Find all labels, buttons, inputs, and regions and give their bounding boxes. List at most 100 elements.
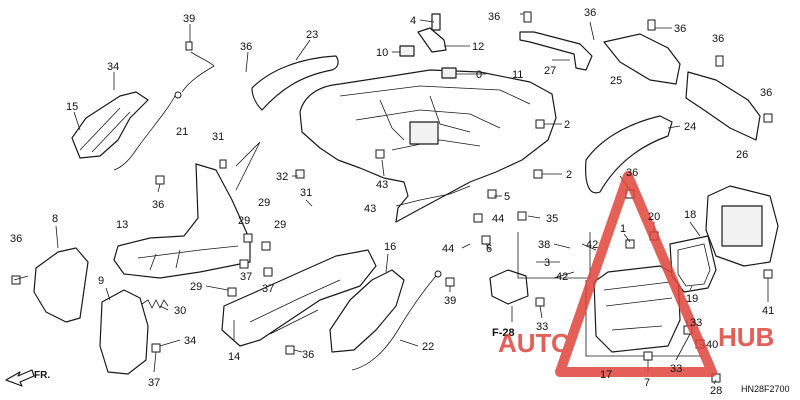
part-14-panel xyxy=(221,249,377,347)
clamp-21 xyxy=(174,91,182,99)
clip-43a xyxy=(375,149,385,159)
bolt-36a xyxy=(155,175,165,185)
callout-36d: 36 xyxy=(674,23,686,35)
clip-29b xyxy=(261,241,271,251)
part-15-cover xyxy=(71,91,149,159)
bolt-41 xyxy=(763,269,773,279)
clip-33a xyxy=(535,297,545,307)
front-direction-arrow: FR. xyxy=(5,369,50,387)
callout-1: 1 xyxy=(620,223,626,235)
callout-37b: 37 xyxy=(262,283,274,295)
part-13-guard xyxy=(113,163,251,279)
callout-36: 36 xyxy=(240,41,252,53)
callout-29c: 29 xyxy=(274,219,286,231)
clip-2b xyxy=(533,169,543,179)
callout-44: 44 xyxy=(492,213,504,225)
part-9-shroud xyxy=(99,289,149,375)
callout-38: 38 xyxy=(538,239,550,251)
part-11-block xyxy=(441,67,457,79)
part-12-clip xyxy=(417,27,447,53)
callout-32: 32 xyxy=(276,171,288,183)
callout-37c: 37 xyxy=(148,377,160,389)
clip-29c xyxy=(227,287,237,297)
callout-15: 15 xyxy=(66,101,78,113)
callout-27: 27 xyxy=(544,65,556,77)
part-25-bracket xyxy=(603,33,681,85)
spring-30 xyxy=(141,299,169,309)
part-26-bracket xyxy=(685,71,761,141)
rear-fender-edge xyxy=(395,185,471,207)
callout-31b: 31 xyxy=(300,187,312,199)
callout-5: 5 xyxy=(504,191,510,203)
rear-fender-box xyxy=(409,121,439,145)
box-17-detail xyxy=(603,281,673,331)
callout-12: 12 xyxy=(472,41,484,53)
bolt-36d xyxy=(285,345,295,355)
bolt-36c xyxy=(11,275,21,285)
callout-0: 0 xyxy=(476,69,482,81)
screw-39 xyxy=(185,41,193,51)
part-27-stay xyxy=(519,31,593,71)
part-rear-fender xyxy=(299,69,557,223)
callout-24: 24 xyxy=(684,121,696,133)
callout-42b: 42 xyxy=(556,271,568,283)
callout-29d: 29 xyxy=(190,281,202,293)
callout-36g: 36 xyxy=(152,199,164,211)
callout-23: 23 xyxy=(306,29,318,41)
callout-21: 21 xyxy=(176,126,188,138)
callout-2b: 2 xyxy=(566,169,572,181)
clip-2a xyxy=(535,119,545,129)
callout-36f: 36 xyxy=(760,87,772,99)
callout-39: 39 xyxy=(183,13,195,25)
callout-36j: 36 xyxy=(302,349,314,361)
watermark-text-left: AUTO xyxy=(498,328,571,358)
panel-14-ribs xyxy=(249,279,341,335)
clip-35 xyxy=(517,211,527,221)
callout-25: 25 xyxy=(610,75,622,87)
callout-31: 31 xyxy=(212,131,224,143)
clip-37b xyxy=(263,267,273,277)
part-8-shroud xyxy=(33,247,89,323)
bolt-26b xyxy=(763,113,773,123)
callout-18: 18 xyxy=(684,209,696,221)
clip-5 xyxy=(487,189,497,199)
callout-11: 11 xyxy=(512,69,523,81)
bolt-25 xyxy=(647,19,656,31)
rear-fender-ribs xyxy=(339,85,531,151)
callout-20: 20 xyxy=(648,211,660,223)
callout-34b: 34 xyxy=(184,335,196,347)
clip-34 xyxy=(151,343,161,353)
f28-clip xyxy=(489,269,529,305)
wire-39 xyxy=(181,51,215,93)
callout-36i: 36 xyxy=(10,233,22,245)
callout-2: 2 xyxy=(564,119,570,131)
callout-36c: 36 xyxy=(584,7,596,19)
callout-35: 35 xyxy=(546,213,558,225)
inset-outline xyxy=(517,232,591,279)
part-10-block xyxy=(399,45,415,57)
callout-34: 34 xyxy=(107,61,119,73)
bolt-31 xyxy=(219,159,227,169)
bolt-27 xyxy=(523,11,532,23)
callout-29b: 29 xyxy=(258,197,270,209)
callout-37a: 37 xyxy=(240,271,252,283)
callout-13: 13 xyxy=(116,219,128,231)
callout-labels: 39 34 15 21 36 23 4 10 12 0 11 36 27 36 … xyxy=(10,7,774,397)
callout-43: 43 xyxy=(376,179,388,191)
callout-40: 40 xyxy=(706,339,718,351)
callout-36b: 36 xyxy=(488,11,500,23)
cable-21 xyxy=(113,93,177,171)
bolt-26 xyxy=(715,55,724,67)
callout-16: 16 xyxy=(384,241,396,253)
part-17-box xyxy=(593,265,681,353)
screw-39b xyxy=(445,277,455,287)
callout-17: 17 xyxy=(600,369,612,381)
callout-33a: 33 xyxy=(536,321,548,333)
fr-label: FR. xyxy=(34,370,50,381)
clip-44a xyxy=(473,213,483,223)
callout-36e: 36 xyxy=(712,33,724,45)
bolt-32 xyxy=(295,169,305,179)
callout-8: 8 xyxy=(52,213,58,225)
callout-6: 6 xyxy=(486,243,492,255)
